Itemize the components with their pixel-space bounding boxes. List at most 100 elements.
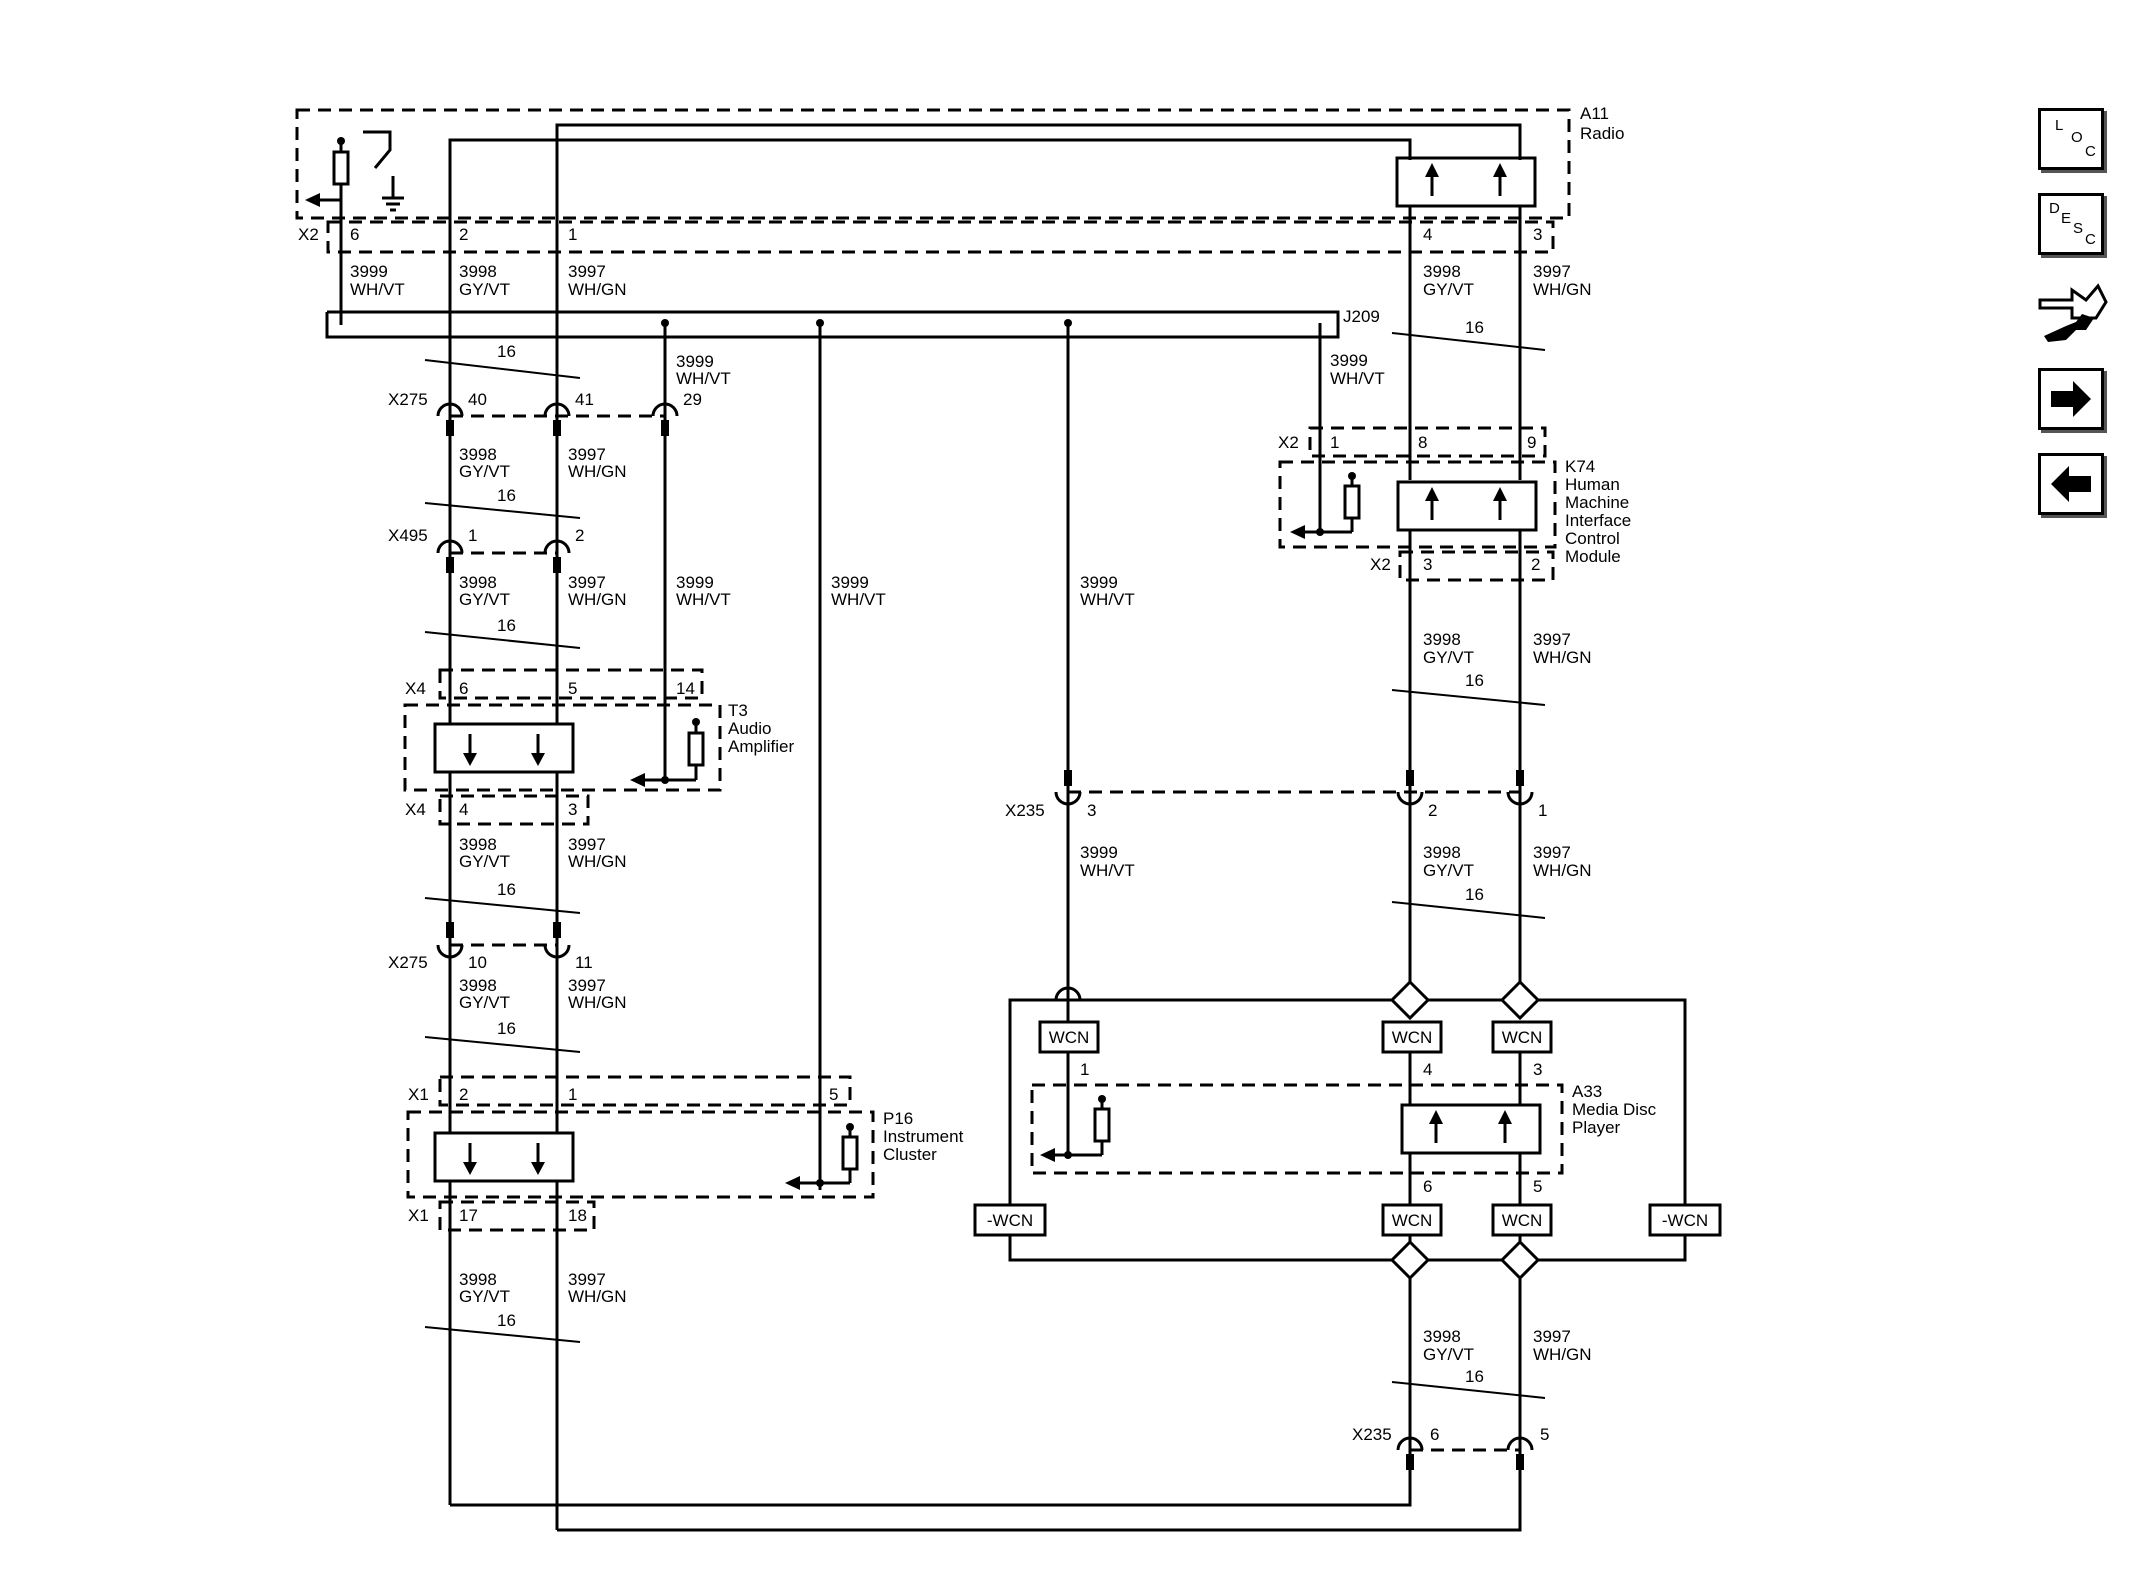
pin-label: 6 (459, 679, 468, 698)
pin-label: 8 (1418, 433, 1427, 452)
circuit-label: 3997 (1533, 1327, 1571, 1346)
connector-label: X2 (1370, 555, 1391, 574)
pin-label: 4 (1423, 225, 1432, 244)
t3-audio-amplifier: X4 6 5 14 T3 Audio Amplifier X4 4 3 (403, 668, 794, 826)
pin-label: 6 (350, 225, 359, 244)
j209-splice: J209 (325, 307, 1380, 535)
pin-label: 2 (575, 526, 584, 545)
a11-radio: A11 Radio (295, 104, 1624, 220)
wcn-label: WCN (1049, 1028, 1090, 1047)
pin-label: 4 (1423, 1060, 1432, 1079)
k74-hmi-module: X2 1 8 9 3999 WH/VT K74 Human Machine In… (1278, 351, 1631, 582)
gauge-label: 16 (497, 342, 516, 361)
desc-button[interactable]: D E S C (2038, 193, 2104, 255)
circuit-label: 3997 (1533, 262, 1571, 281)
color-label: WH/GN (568, 280, 627, 299)
desc-letter: E (2061, 210, 2072, 227)
color-label: WH/VT (831, 590, 886, 609)
loc-button[interactable]: L O C (2038, 108, 2104, 170)
pin-label: 2 (459, 1085, 468, 1104)
gauge-label: 16 (1465, 671, 1484, 690)
pin-label: 6 (1430, 1425, 1439, 1444)
connector-label: X4 (405, 800, 426, 819)
x275-top-connector: X275 40 41 29 (388, 390, 702, 436)
circuit-label: 3997 (568, 835, 606, 854)
pin-label: 1 (1538, 801, 1547, 820)
pin-label: 3 (1533, 225, 1542, 244)
circuit-label: 3997 (1533, 843, 1571, 862)
color-label: WH/VT (1080, 590, 1135, 609)
p16-ref: P16 (883, 1109, 913, 1128)
pin-label: 5 (1540, 1425, 1549, 1444)
circuit-label: 3997 (568, 445, 606, 464)
pin-label: 1 (568, 1085, 577, 1104)
p16-instrument-cluster: X1 2 1 5 P16 Instrument Cluster X1 17 18 (406, 1075, 964, 1232)
k74-name: Human (1565, 475, 1620, 494)
circuit-label: 3997 (1533, 630, 1571, 649)
previous-page-button[interactable] (2038, 453, 2104, 515)
pin-label: 9 (1527, 433, 1536, 452)
desc-letter: S (2073, 220, 2084, 237)
color-label: WH/GN (568, 993, 627, 1012)
color-label: WH/VT (1080, 861, 1135, 880)
gauge-label: 16 (1465, 318, 1484, 337)
circuit-label: 3999 (1330, 351, 1368, 370)
color-label: GY/VT (459, 993, 510, 1012)
pin-label: 2 (1428, 801, 1437, 820)
loc-letter: O (2071, 129, 2083, 146)
pin-label: 4 (459, 800, 468, 819)
pin-label: 3 (1423, 555, 1432, 574)
next-page-button[interactable] (2038, 368, 2104, 430)
color-label: WH/GN (568, 462, 627, 481)
wcn-label: WCN (1392, 1211, 1433, 1230)
k74-name: Control (1565, 529, 1620, 548)
p16-name: Instrument (883, 1127, 964, 1146)
color-label: GY/VT (459, 590, 510, 609)
color-label: WH/GN (1533, 1345, 1592, 1364)
circuit-label: 3998 (1423, 262, 1461, 281)
circuit-label: 3998 (1423, 1327, 1461, 1346)
pin-label: 1 (568, 225, 577, 244)
pin-label: 5 (568, 679, 577, 698)
k74-name: Machine (1565, 493, 1629, 512)
plug-wrench-icon[interactable] (2036, 278, 2108, 348)
a11-ref: A11 (1580, 104, 1609, 123)
pin-label: 18 (568, 1206, 587, 1225)
connector-label: X235 (1352, 1425, 1392, 1444)
color-label: WH/GN (568, 590, 627, 609)
circuit-label: 3998 (459, 835, 497, 854)
gauge-label: 16 (497, 880, 516, 899)
circuit-label: 3997 (568, 573, 606, 592)
k74-name: Interface (1565, 511, 1631, 530)
pin-label: 1 (1080, 1060, 1089, 1079)
gauge-label: 16 (497, 1019, 516, 1038)
pin-label: 5 (1533, 1177, 1542, 1196)
circuit-label: 3999 (676, 352, 714, 371)
circuit-label: 3997 (568, 1270, 606, 1289)
t3-ref: T3 (728, 701, 748, 720)
wcn-label: WCN (1502, 1028, 1543, 1047)
color-label: WH/GN (568, 852, 627, 871)
x235-lower-connector: X235 6 5 (1352, 1425, 1549, 1470)
pin-label: 14 (676, 679, 695, 698)
wcn-label: -WCN (1662, 1211, 1708, 1230)
gauge-label: 16 (1465, 885, 1484, 904)
pin-label: 41 (575, 390, 594, 409)
circuit-label: 3998 (1423, 843, 1461, 862)
j209-label: J209 (1343, 307, 1380, 326)
x275-lower-connector: X275 10 11 (388, 922, 593, 972)
color-label: WH/VT (350, 280, 405, 299)
pin-label: 2 (459, 225, 468, 244)
circuit-label: 3999 (1080, 843, 1118, 862)
a33-name: Media Disc (1572, 1100, 1657, 1119)
circuit-label: 3998 (459, 1270, 497, 1289)
circuit-label: 3997 (568, 262, 606, 281)
pin-label: 29 (683, 390, 702, 409)
wcn-label: WCN (1392, 1028, 1433, 1047)
color-label: GY/VT (459, 462, 510, 481)
desc-letter: D (2049, 200, 2060, 217)
pin-label: 11 (575, 953, 593, 972)
pin-label: 3 (568, 800, 577, 819)
desc-letter: C (2085, 231, 2096, 248)
